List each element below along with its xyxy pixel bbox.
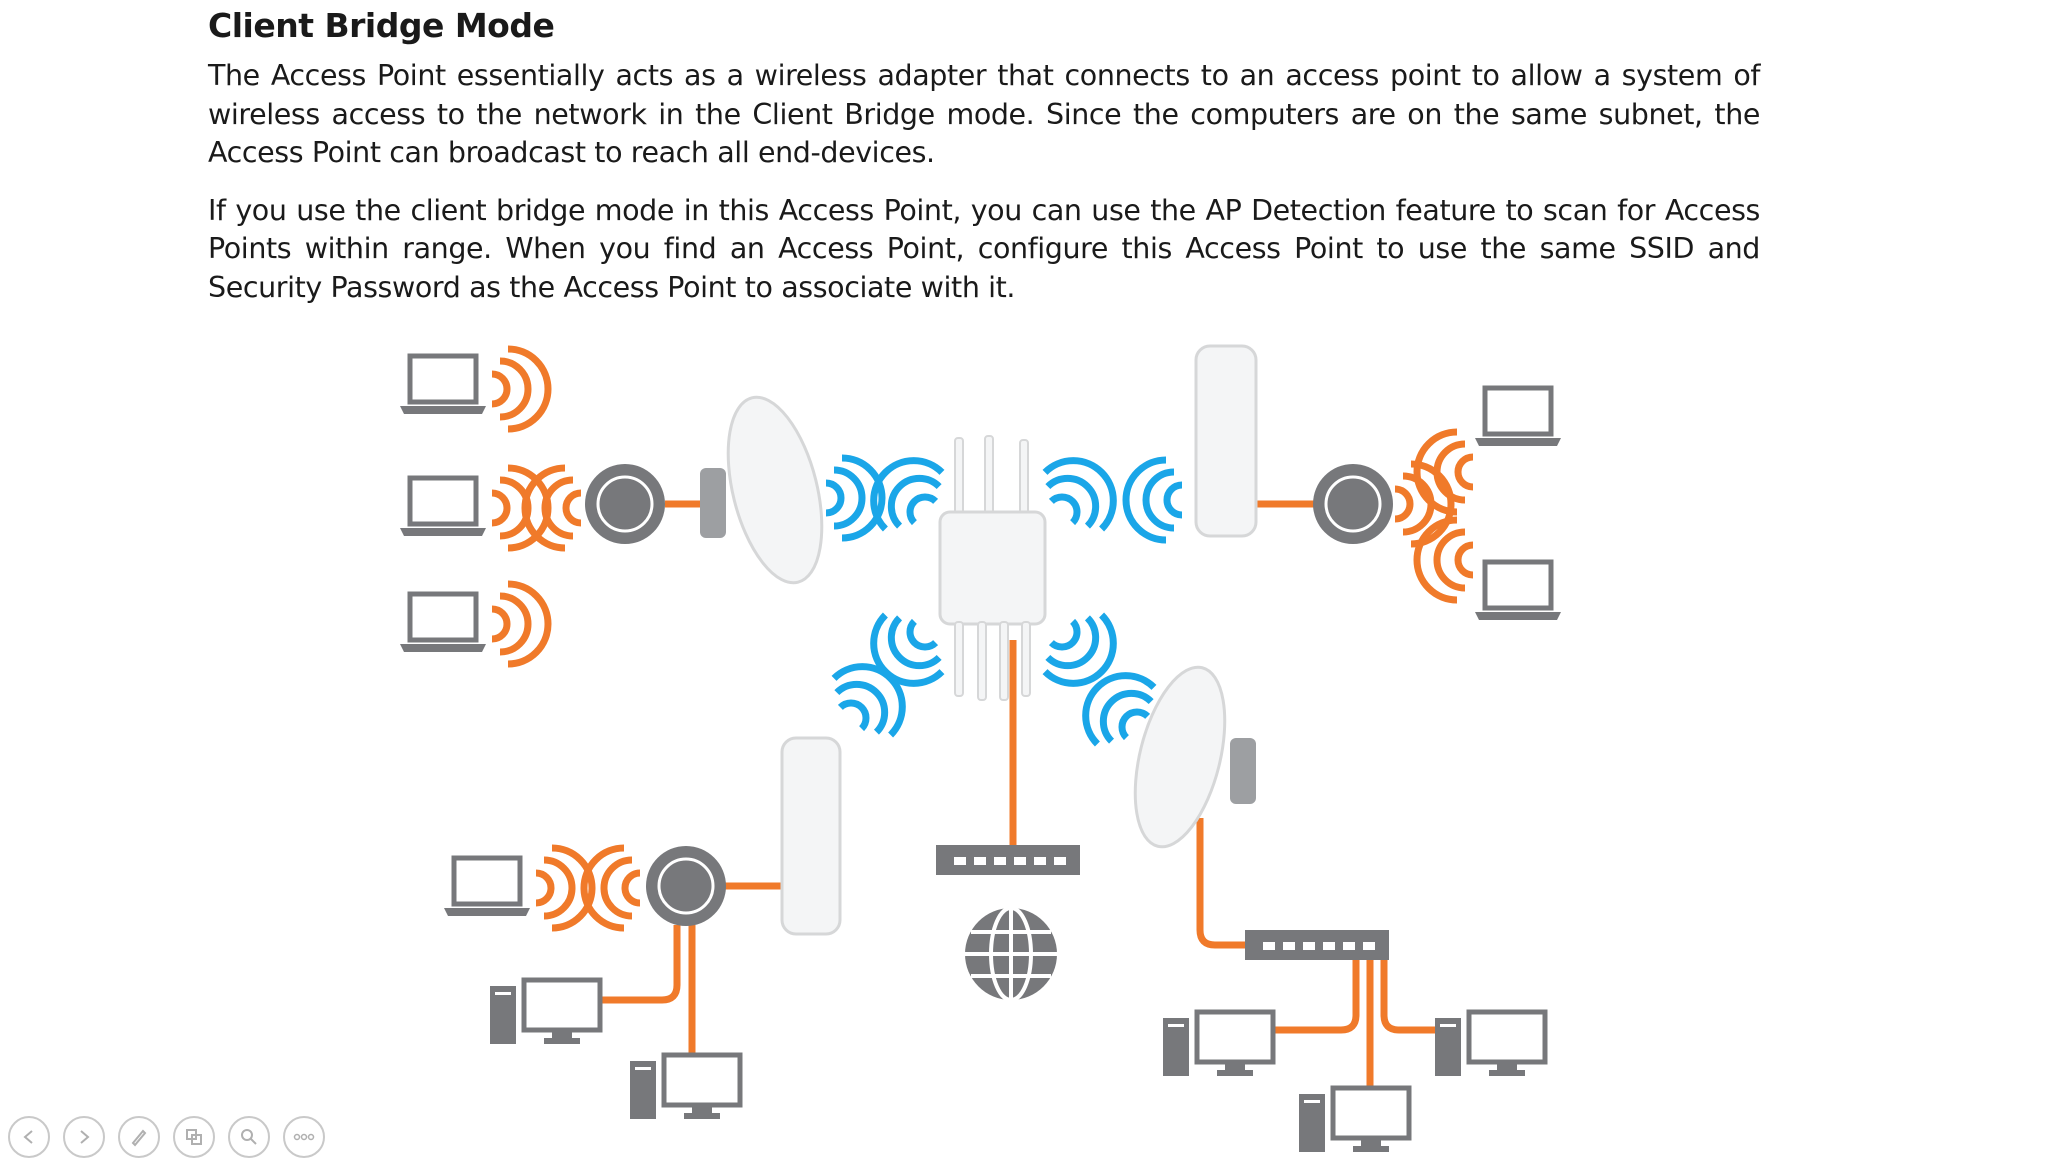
desktop-computer-icon [1435,1012,1545,1076]
ceiling-access-point-icon [583,462,667,546]
next-slide-button[interactable] [63,1116,105,1158]
laptop-icon [400,356,486,414]
laptop-icon [400,478,486,536]
desktop-computer-icon [490,980,600,1044]
laptop-icon [400,594,486,652]
see-all-slides-button[interactable] [173,1116,215,1158]
laptop-icon [444,858,530,916]
network-switch-icon [936,845,1080,875]
more-options-icon [293,1133,315,1141]
document-section: Client Bridge Mode The Access Point esse… [208,0,1760,307]
paragraph-2: If you use the client bridge mode in thi… [208,193,1760,304]
dish-access-point-icon [700,395,824,585]
outdoor-cpe-access-point-icon [780,736,842,936]
desktop-computer-icon [1299,1088,1409,1152]
network-switch-icon [1245,930,1389,960]
wifi-waves-icon [1126,460,1182,540]
wifi-waves-icon [525,468,581,548]
internet-globe-icon [965,906,1057,1002]
desktop-computer-icon [630,1055,740,1119]
outdoor-cpe-access-point-icon [1194,344,1258,538]
zoom-icon [241,1129,257,1145]
paragraph-1: The Access Point essentially acts as a w… [208,59,1760,169]
slideshow-toolbar [8,1116,325,1160]
outdoor-access-point-icon [938,435,1047,701]
dish-access-point-icon [1133,665,1256,849]
wifi-waves-icon [492,584,548,664]
laptop-icon [1475,388,1561,446]
ceiling-access-point-icon [1311,462,1395,546]
wifi-waves-icon [1034,604,1130,700]
desktop-computer-icon [1163,1012,1273,1076]
wifi-waves-icon [1417,520,1473,600]
laptop-icon [1475,562,1561,620]
pen-tool-button[interactable] [118,1116,160,1158]
pen-icon [131,1129,147,1147]
previous-slide-icon [23,1130,33,1144]
wifi-waves-icon [492,349,548,429]
wifi-waves-icon [1395,464,1451,544]
slides-grid-icon [186,1129,202,1145]
section-title: Client Bridge Mode [208,6,555,45]
ceiling-access-point-icon [644,844,728,928]
previous-slide-button[interactable] [8,1116,50,1158]
more-options-button[interactable] [283,1116,325,1158]
wifi-waves-icon [1034,444,1130,540]
wifi-waves-icon [1417,432,1473,512]
next-slide-icon [80,1130,90,1144]
